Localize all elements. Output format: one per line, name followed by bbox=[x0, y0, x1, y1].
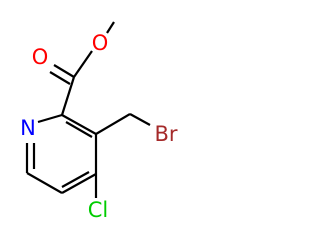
bond-n-c2 bbox=[37, 113, 63, 124]
atom-oxygen-carbonyl: O bbox=[32, 45, 49, 69]
bond-c5-c6 bbox=[26, 172, 63, 194]
atom-nitrogen: N bbox=[20, 116, 36, 140]
bond-c3-ch2 bbox=[95, 113, 131, 135]
bond-carbonyl-double-1 bbox=[53, 64, 75, 78]
bond-ch2-br bbox=[129, 113, 151, 126]
bond-c4-c5-inner bbox=[61, 171, 90, 188]
atom-oxygen-ester: O bbox=[92, 31, 109, 55]
bond-o-carbonyl-carbon bbox=[73, 50, 93, 78]
molecule-structure: O O N Br Cl bbox=[20, 21, 178, 222]
bond-c4-c5 bbox=[61, 173, 97, 194]
atom-labels: O O N Br Cl bbox=[20, 31, 178, 222]
structure-diagram: O O N Br Cl bbox=[20, 21, 178, 222]
bond-c2-c3 bbox=[61, 114, 97, 135]
bond-c2-c3-inner bbox=[65, 121, 93, 138]
bond-carbonyl-ring bbox=[60, 76, 76, 116]
bond-methyl-o bbox=[106, 21, 115, 34]
atom-chlorine: Cl bbox=[88, 198, 109, 222]
bond-carbonyl-double-2 bbox=[49, 71, 71, 85]
atom-bromine: Br bbox=[154, 122, 177, 146]
bonds bbox=[25, 21, 151, 198]
